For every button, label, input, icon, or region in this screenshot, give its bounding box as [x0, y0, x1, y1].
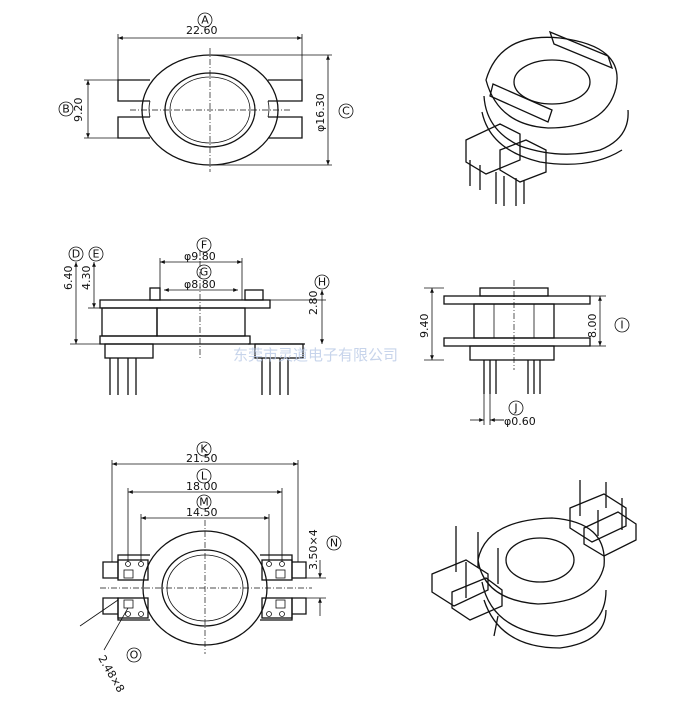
svg-text:I: I [620, 319, 623, 332]
svg-text:N: N [330, 537, 338, 550]
isometric-view-top [465, 30, 629, 206]
dim-g: φ8.80 [184, 278, 216, 291]
dim-k: 21.50 [186, 452, 218, 465]
balloon-c: C [338, 103, 354, 119]
svg-text:L: L [201, 470, 208, 483]
dim-h: 2.80 [307, 291, 320, 316]
balloon-i: I [614, 317, 630, 333]
isometric-view-bottom [431, 480, 637, 649]
company-watermark: 东莞市灵道电子有限公司 [233, 346, 398, 364]
front-view: φ9.80 φ8.80 6.40 4.30 2.80 D E F G [62, 237, 330, 395]
svg-text:K: K [200, 443, 208, 456]
dim-e: 4.30 [80, 266, 93, 291]
balloon-f: F [196, 237, 212, 253]
side-view: 9.40 8.00 φ0.60 I J [418, 280, 630, 428]
balloon-l: L [196, 468, 212, 484]
balloon-m: M [196, 494, 212, 510]
dim-diameter: φ16.30 [314, 93, 327, 132]
svg-text:A: A [201, 14, 209, 27]
balloon-h: H [314, 274, 330, 290]
svg-text:E: E [93, 248, 100, 261]
dim-n: 3.50×4 [307, 529, 320, 570]
svg-text:F: F [201, 239, 207, 252]
balloon-a: A [197, 12, 213, 28]
balloon-j: J [508, 400, 524, 416]
dim-height: 9.20 [72, 98, 85, 123]
top-view: 22.60 9.20 φ16.30 A B C [58, 12, 354, 172]
svg-text:C: C [342, 105, 350, 118]
balloon-o: O [126, 647, 142, 663]
svg-text:H: H [318, 276, 326, 289]
balloon-g: G [196, 264, 212, 280]
dim-total: 9.40 [418, 314, 431, 339]
bottom-view: 21.50 18.00 14.50 3.50×4 2.48×8 K L M [79, 441, 342, 695]
svg-text:G: G [200, 266, 209, 279]
dim-m: 14.50 [186, 506, 218, 519]
dim-o: 2.48×8 [95, 653, 127, 695]
balloon-k: K [196, 441, 212, 457]
dim-width: 22.60 [186, 24, 218, 37]
svg-text:B: B [62, 103, 70, 116]
svg-text:J: J [513, 402, 517, 415]
dim-d: 6.40 [62, 266, 75, 291]
svg-text:M: M [199, 496, 209, 509]
balloon-d: D [68, 246, 84, 262]
dim-f: φ9.80 [184, 250, 216, 263]
balloon-e: E [88, 246, 104, 262]
dim-l: 18.00 [186, 480, 218, 493]
balloon-n: N [326, 535, 342, 551]
balloon-b: B [58, 101, 74, 117]
svg-text:D: D [72, 248, 80, 261]
svg-text:O: O [130, 649, 139, 662]
dim-pin: φ0.60 [504, 415, 536, 428]
dim-body: 8.00 [586, 314, 599, 339]
